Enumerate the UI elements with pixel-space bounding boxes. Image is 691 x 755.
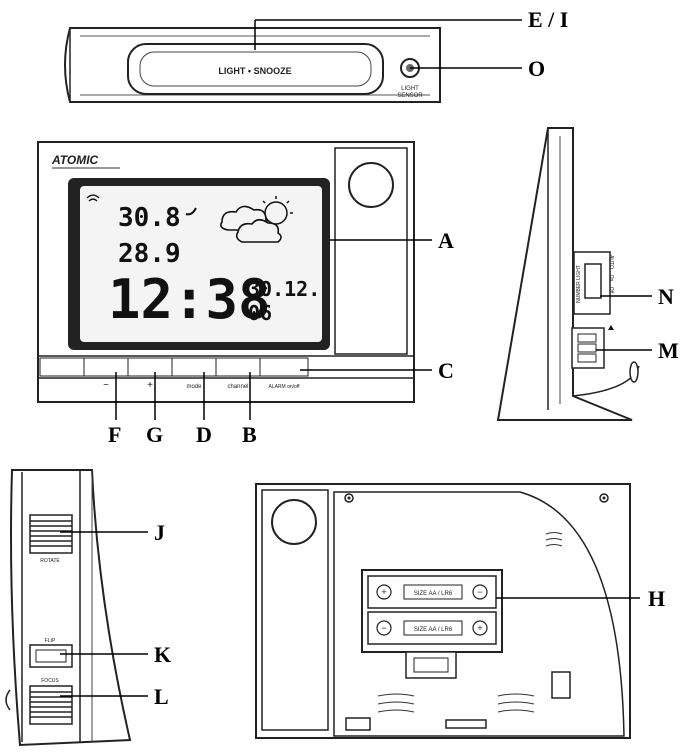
back-view: + − SIZE AA / LR6 − + SIZE AA / LR6 H (255, 483, 665, 739)
number-light-switch[interactable] (584, 263, 602, 299)
vent-bottom-left (377, 693, 415, 713)
lcd-date-bottom: 06 (248, 301, 272, 325)
top-view: LIGHT • SNOOZE LIGHT SENSOR E / I O (64, 7, 568, 103)
callout-n: N (658, 284, 674, 309)
right-side-body (496, 127, 633, 421)
battery-label-box-1 (403, 584, 463, 600)
right-side-stand (572, 365, 640, 397)
callout-a: A (438, 228, 454, 253)
callout-d: D (196, 422, 212, 447)
mode-button[interactable] (171, 357, 217, 377)
flip-button-inner (35, 649, 67, 663)
switch-label-on: On (608, 275, 614, 282)
plus-symbol: + (381, 587, 386, 597)
back-slot-center (445, 719, 487, 729)
plus-button[interactable] (127, 357, 173, 377)
vent-top (545, 532, 563, 547)
screw-center (347, 496, 351, 500)
m-switch-segment[interactable] (577, 333, 597, 343)
plus-symbol: + (477, 623, 482, 633)
battery-label-2: SIZE AA / LR6 (414, 627, 453, 633)
trend-arrow-icon (185, 207, 197, 216)
weather-forecast-icon (220, 196, 293, 243)
light-snooze-label: LIGHT • SNOOZE (218, 66, 291, 76)
minus-button[interactable] (83, 357, 129, 377)
front-view: ATOMIC 30.8 28.9 12:38 30.12. 06 (37, 141, 454, 447)
right-side-foot (629, 361, 639, 383)
screw-center (602, 496, 606, 500)
light-sensor-label-1: LIGHT (401, 86, 419, 92)
left-side-view: ROTATE FLIP FOCUS J K L (5, 469, 171, 747)
lcd-time: 12:38 (108, 268, 271, 331)
focus-label: FOCUS (41, 678, 59, 684)
callout-f: F (108, 422, 121, 447)
plus-button-label: + (147, 380, 153, 391)
alarm-button[interactable] (259, 357, 309, 377)
alarm-button-label: ALARM on/off (268, 384, 300, 390)
switch-label-off: Off (608, 287, 614, 294)
up-arrow-icon (608, 325, 614, 330)
focus-wheel[interactable] (29, 685, 73, 725)
channel-button-label: channel (227, 384, 248, 390)
m-switch-segment[interactable] (577, 343, 597, 353)
m-switch-segment[interactable] (577, 353, 597, 363)
light-sensor-label-2: SENSOR (397, 93, 423, 99)
back-lens-icon (271, 499, 317, 545)
lcd-date-top: 30.12. (248, 277, 320, 301)
plus-terminal-icon (376, 584, 392, 600)
lcd-temp-outdoor: 30.8 (118, 203, 181, 233)
battery-latch-inner (413, 657, 449, 673)
mode-button-label: mode (186, 384, 202, 390)
radio-signal-icon (86, 194, 100, 202)
minus-symbol: − (477, 587, 482, 597)
minus-terminal-icon (472, 584, 488, 600)
channel-button[interactable] (215, 357, 261, 377)
front-buttons: − + mode channel ALARM on/off (39, 357, 309, 391)
projector-lens-icon (348, 162, 394, 208)
callout-k: K (154, 642, 171, 667)
light-snooze-bar-inner (139, 51, 372, 87)
number-light-label: NUMBER LIGHT (576, 265, 582, 303)
minus-symbol: − (381, 623, 386, 633)
vent-bottom-right (497, 693, 535, 713)
back-slot-left (345, 717, 371, 731)
minus-button-label: − (103, 380, 109, 391)
callout-m: M (658, 338, 679, 363)
callout-b: B (242, 422, 257, 447)
right-side-view: NUMBER LIGHT AUTO On Off N M (496, 127, 679, 421)
blank-button[interactable] (39, 357, 85, 377)
lcd-temp-indoor: 28.9 (118, 239, 181, 269)
battery-label-box-2 (403, 620, 463, 636)
callout-h: H (648, 586, 665, 611)
callout-j: J (154, 520, 165, 545)
rotate-label: ROTATE (40, 558, 60, 564)
rotate-wheel[interactable] (29, 514, 73, 554)
battery-label-1: SIZE AA / LR6 (414, 591, 453, 597)
callout-c: C (438, 358, 454, 383)
callout-g: G (146, 422, 163, 447)
minus-terminal-icon (376, 620, 392, 636)
brand-logo: ATOMIC (51, 153, 99, 167)
plus-terminal-icon (472, 620, 488, 636)
callout-l: L (154, 684, 169, 709)
flip-label: FLIP (45, 638, 56, 644)
back-tag (551, 671, 571, 699)
switch-label-auto: AUTO (608, 255, 614, 269)
callout-o: O (528, 56, 545, 81)
callout-ei: E / I (528, 7, 568, 32)
left-side-foot (5, 689, 11, 711)
